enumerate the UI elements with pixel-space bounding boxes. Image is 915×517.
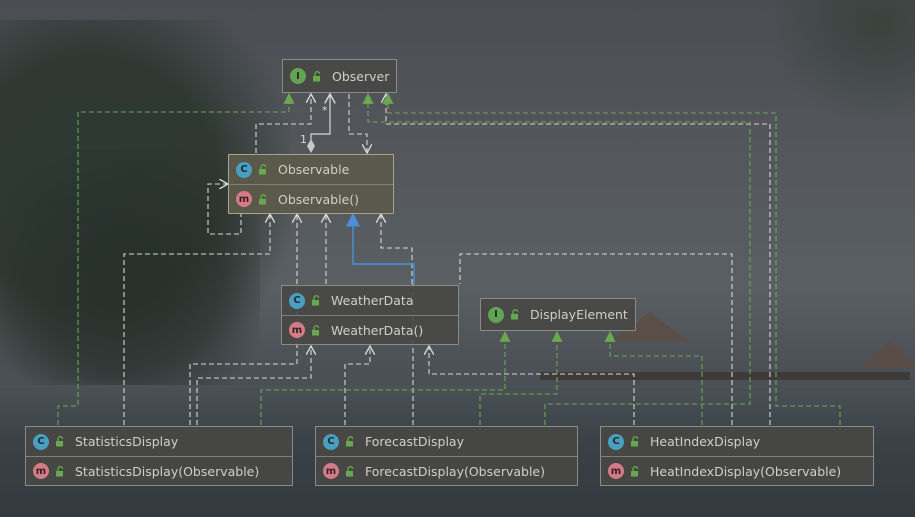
palm-trees-lower [0,150,260,410]
unlocked-visibility-icon [631,465,639,476]
forecastdisplay-method: ForecastDisplay(Observable) [365,463,545,479]
observable-name: Observable [278,162,350,177]
class-badge-icon: C [236,161,252,178]
weatherdata-node[interactable]: C WeatherData m WeatherData() [281,285,459,345]
statisticsdisplay-node[interactable]: C StatisticsDisplay m StatisticsDisplay(… [25,426,293,486]
observable-header: C Observable [229,155,393,184]
unlocked-visibility-icon [631,436,639,447]
edge-heatindex-implements-observer [382,92,841,425]
unlocked-visibility-icon [313,70,321,81]
unlocked-visibility-icon [56,436,64,447]
edge-heatindex-implements-displayelement [604,330,703,425]
class-badge-icon: C [608,433,624,450]
observable-method: Observable() [278,191,360,207]
edge-heatindex-uses-weatherdata [429,346,635,425]
observer-header: I Observer [283,60,396,92]
edge-heatindex-uses-observer [386,94,771,425]
edge-weatherdata-extends-observable [346,212,415,284]
tree-top-right [775,0,915,120]
weatherdata-method: WeatherData() [331,322,424,338]
method-badge-icon: m [323,463,339,479]
edge-observable-aggregates-observer [307,94,330,153]
heatindexdisplay-header: C HeatIndexDisplay [601,427,873,456]
method-badge-icon: m [33,463,49,479]
weatherdata-header: C WeatherData [282,286,458,315]
heatindexdisplay-method-row[interactable]: m HeatIndexDisplay(Observable) [601,456,873,485]
unlocked-visibility-icon [312,324,320,335]
displayelement-name: DisplayElement [530,307,628,322]
observer-name: Observer [332,68,390,84]
multiplicity-one: 1 [300,133,307,146]
observer-node[interactable]: I Observer [282,59,397,93]
interface-badge-icon: I [488,306,504,323]
unlocked-visibility-icon [259,164,267,175]
unlocked-visibility-icon [346,465,354,476]
heatindexdisplay-node[interactable]: C HeatIndexDisplay m HeatIndexDisplay(Ob… [600,426,874,486]
method-badge-icon: m [236,191,252,207]
statisticsdisplay-method: StatisticsDisplay(Observable) [75,463,260,479]
edge-statistics-uses-weatherdata [196,346,311,425]
dependency-edges [123,94,771,425]
edge-observer-uses-observable [348,94,367,153]
weatherdata-method-row[interactable]: m WeatherData() [282,315,458,344]
statisticsdisplay-header: C StatisticsDisplay [26,427,292,456]
unlocked-visibility-icon [259,193,267,204]
edge-forecast-implements-displayelement [479,330,563,425]
edge-statistics-uses-observable [123,214,270,425]
observable-method-row[interactable]: m Observable() [229,184,393,213]
observable-node[interactable]: C Observable m Observable() [228,154,394,214]
multiplicity-many: * [322,104,328,117]
edge-observable-uses-observer [255,94,311,153]
heatindexdisplay-name: HeatIndexDisplay [650,434,761,449]
edge-statistics-implements-observer [57,92,295,425]
forecastdisplay-node[interactable]: C ForecastDisplay m ForecastDisplay(Obse… [315,426,578,486]
forecastdisplay-method-row[interactable]: m ForecastDisplay(Observable) [316,456,577,485]
statisticsdisplay-method-row[interactable]: m StatisticsDisplay(Observable) [26,456,292,485]
dock [540,372,910,380]
forecastdisplay-name: ForecastDisplay [365,434,464,449]
edge-forecast-implements-observer [362,92,751,425]
heatindexdisplay-method: HeatIndexDisplay(Observable) [650,463,842,479]
aggregation-diamond [307,139,315,153]
unlocked-visibility-icon [312,295,320,306]
statisticsdisplay-name: StatisticsDisplay [75,434,179,449]
method-badge-icon: m [608,463,624,479]
edge-statistics-implements-displayelement [260,330,511,425]
edge-forecast-uses-weatherdata [344,346,370,425]
unlocked-visibility-icon [346,436,354,447]
forecastdisplay-header: C ForecastDisplay [316,427,577,456]
displayelement-node[interactable]: I DisplayElement [480,298,636,331]
class-badge-icon: C [33,433,49,450]
implements-edges [57,92,841,425]
class-badge-icon: C [323,433,339,450]
interface-badge-icon: I [290,68,306,84]
class-badge-icon: C [289,292,305,309]
edge-heatindex-uses-observable [459,253,733,425]
unlocked-visibility-icon [511,309,519,320]
weatherdata-name: WeatherData [331,293,414,308]
method-badge-icon: m [289,322,305,338]
unlocked-visibility-icon [56,465,64,476]
displayelement-header: I DisplayElement [481,299,635,330]
